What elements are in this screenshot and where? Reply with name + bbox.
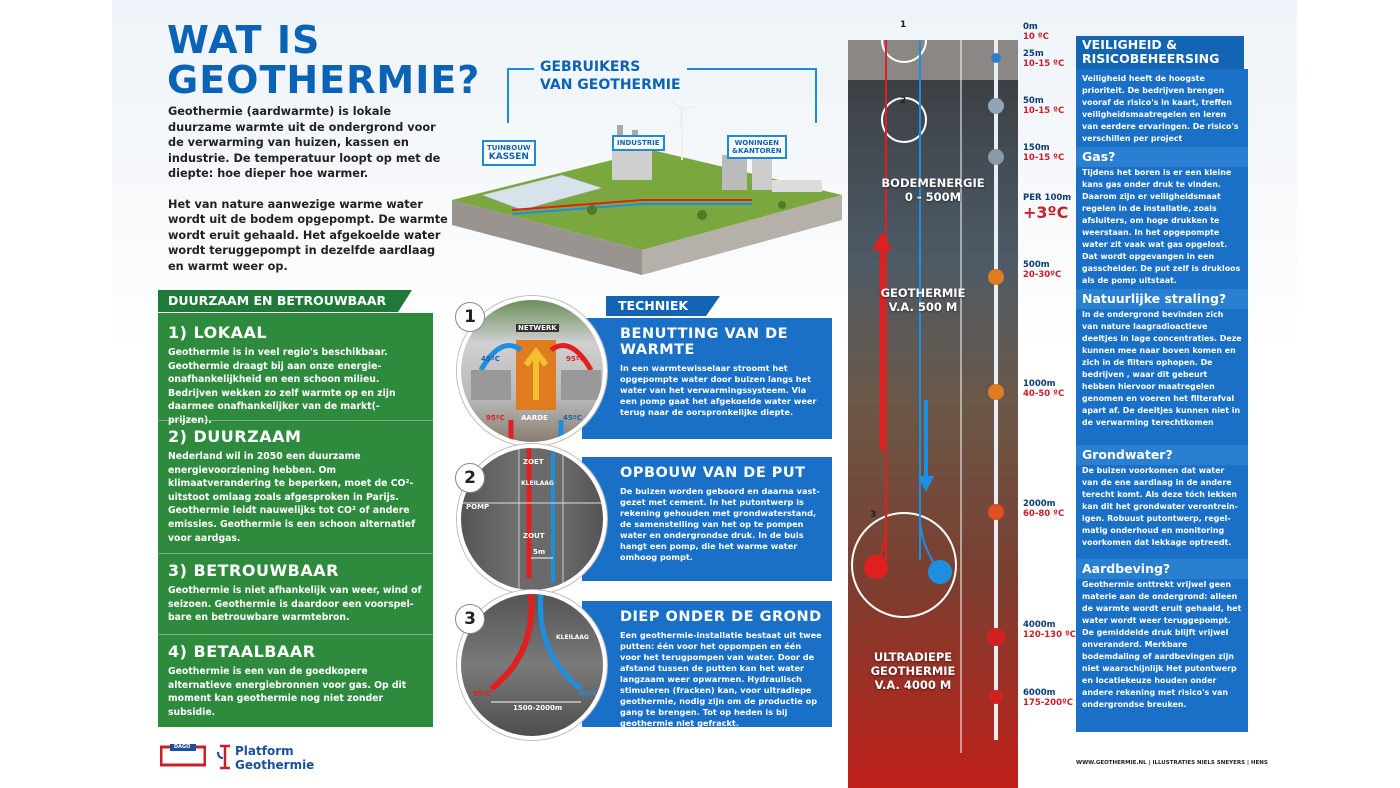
techniek-image-2: ZOET KLEILAAG POMP ZOUT 5m: [457, 444, 607, 594]
users-title: GEBRUIKERS VAN GEOTHERMIE: [534, 58, 687, 94]
risks-panel: Veiligheid heeft de hoogste prioriteit. …: [1076, 69, 1248, 732]
heat-exchanger-graphic: [471, 340, 601, 442]
depth-4000m: 4000m 120-130 ºC: [1023, 620, 1077, 640]
techniek-step-2: OPBOUW VAN DE PUT De buizen worden geboo…: [582, 457, 832, 581]
techniek-step-1: BENUTTING VAN DE WARMTE In een warmtewis…: [582, 318, 832, 439]
depth-50m: 50m 10-15 ºC: [1023, 96, 1065, 116]
well-column: BODEMENERGIE 0 - 500M GEOTHERMIE V.A. 50…: [806, 17, 1018, 788]
divider: [158, 634, 433, 635]
depth-1000m: 1000m 40-50 ºC: [1023, 379, 1065, 399]
dago-logo: DAGO: [159, 744, 207, 768]
credit-line: WWW.GEOTHERMIE.NL | ILLUSTRATIES NIELS S…: [1076, 760, 1268, 766]
tag-woningen-kantoren: WONINGEN &KANTOREN: [727, 135, 787, 159]
techniek-step-3: DIEP ONDER DE GROND Een geothermie-insta…: [582, 601, 832, 728]
platform-logo-icon: [217, 744, 230, 770]
techniek-image-3: KLEILAAG 95ºC 45ºC 1500-2000m: [457, 590, 607, 740]
depth-150m: 150m 10-15 ºC: [1023, 143, 1065, 163]
island-graphic: [452, 99, 842, 275]
duurzaam-item-betrouwbaar: 3) BETROUWBAAR Geothermie is niet afhank…: [168, 561, 422, 624]
depth-0m: 0m 10 ºC: [1023, 22, 1049, 42]
divider: [158, 553, 433, 554]
zone-bodemenergie: BODEMENERGIE 0 - 500M: [881, 176, 985, 204]
infographic-poster: WAT IS GEOTHERMIE? Geothermie (aardwarmt…: [112, 0, 1297, 788]
duurzaam-header: DUURZAAM EN BETROUWBAAR: [158, 290, 412, 312]
band: [1076, 559, 1248, 579]
band: [1076, 445, 1248, 465]
intro-text: Geothermie (aardwarmte) is lokale duurza…: [168, 104, 453, 289]
well-construction-graphic: [461, 448, 603, 590]
step-number-2: 2: [455, 463, 485, 493]
duurzaam-panel: 1) LOKAAL Geothermie is in veel regio's …: [158, 313, 433, 727]
zone-ultradiep: ULTRADIEPE GEOTHERMIE V.A. 4000 M: [870, 650, 956, 692]
page-title: WAT IS GEOTHERMIE?: [167, 18, 481, 102]
risk-grondwater: Grondwater? De buizen voorkomen dat wate…: [1082, 447, 1238, 547]
depth-6000m: 6000m 175-200ºC: [1023, 688, 1074, 708]
intro-paragraph-2: Het van nature aanwezige warme water wor…: [168, 197, 448, 273]
tag-industrie: INDUSTRIE: [612, 135, 665, 151]
band: [1076, 147, 1248, 167]
zone-geothermie: GEOTHERMIE V.A. 500 M: [880, 286, 966, 314]
techniek-header: TECHNIEK: [606, 296, 720, 316]
depth-25m: 25m 10-15 ºC: [1023, 49, 1065, 69]
step-number-3: 3: [455, 604, 485, 634]
divider: [158, 420, 433, 421]
depth-500m: 500m 20-30ºC: [1023, 260, 1062, 280]
depth-2000m: 2000m 60-80 ºC: [1023, 499, 1065, 519]
duurzaam-item-duurzaam: 2) DUURZAAM Nederland wil in 2050 een du…: [168, 427, 416, 544]
intro-paragraph-1: Geothermie (aardwarmte) is lokale duurza…: [168, 105, 441, 180]
step-number-1: 1: [455, 302, 485, 332]
duurzaam-item-betaalbaar: 4) BETAALBAAR Geothermie is een van de g…: [168, 642, 407, 718]
platform-geothermie-logo: Platform Geothermie: [217, 742, 337, 772]
risk-aardbeving: Aardbeving? Geothermie onttrekt vrijwel …: [1082, 561, 1242, 709]
risk-gas: Gas? Tijdens het boren is er een kleine …: [1082, 149, 1241, 285]
dago-logo-graphic: [159, 744, 207, 767]
techniek-image-1: NETWERK 45ºC 95ºC 95ºC AARDE 45ºC: [457, 296, 607, 446]
risks-header: VEILIGHEID & RISICOBEHEERSING: [1076, 36, 1244, 69]
gradient-label: PER 100m +3ºC: [1023, 193, 1072, 222]
users-illustration: TUINBOUW KASSEN INDUSTRIE WONINGEN &KANT…: [452, 99, 842, 280]
risk-straling: Natuurlijke straling? In de ondergrond b…: [1082, 291, 1242, 427]
duurzaam-item-lokaal: 1) LOKAAL Geothermie is in veel regio's …: [168, 323, 396, 426]
risks-intro: Veiligheid heeft de hoogste prioriteit. …: [1082, 74, 1239, 143]
doublet-graphic: [489, 594, 583, 703]
band: [1076, 289, 1248, 309]
tag-tuinbouw-kassen: TUINBOUW KASSEN: [482, 140, 536, 166]
